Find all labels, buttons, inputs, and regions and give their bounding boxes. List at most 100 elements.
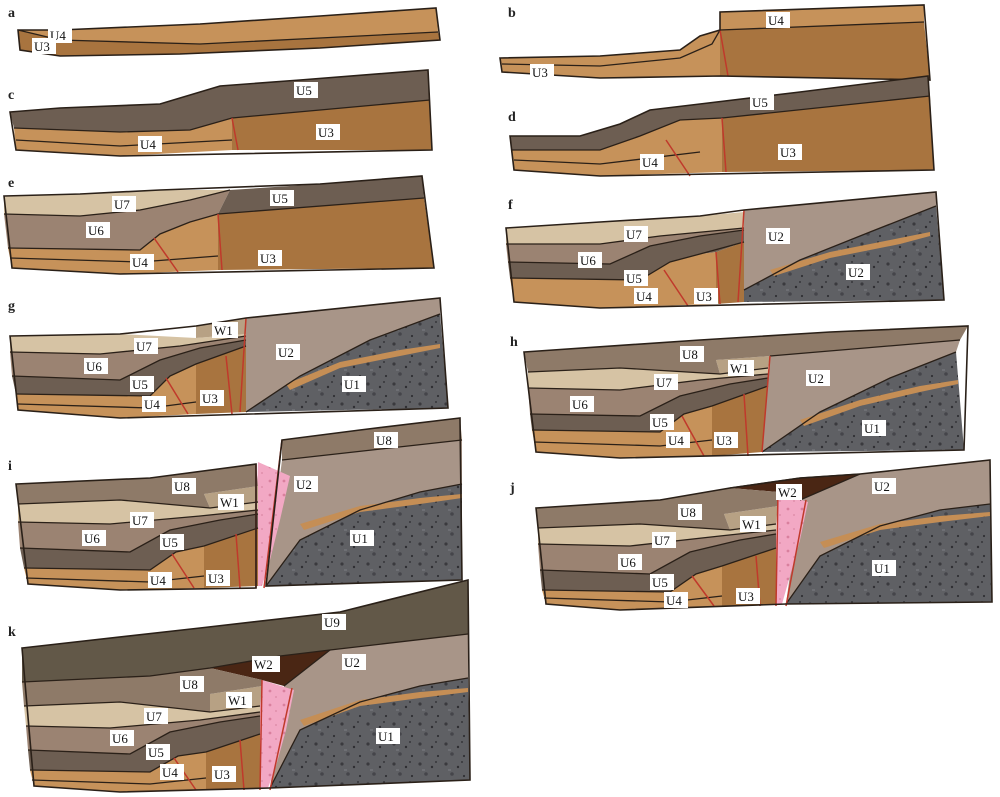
unit-label: U8: [376, 433, 392, 448]
unit-u3-layer: [722, 96, 934, 172]
panel-i: i U8 U8 U2 W1 U7 U6: [8, 417, 463, 591]
unit-label: U3: [318, 125, 334, 140]
unit-label: U8: [174, 479, 190, 494]
unit-u2-layer: [786, 460, 990, 604]
panel-f: f U7 U2 U6 U5 U2 U4 U3: [505, 191, 945, 309]
unit-label: U3: [214, 767, 230, 782]
unit-label: U7: [654, 533, 670, 548]
unit-label: U7: [136, 339, 152, 354]
unit-u2-layer: [762, 340, 960, 452]
unit-label: U3: [696, 289, 712, 304]
unit-u5-layer: [10, 70, 430, 132]
panel-b: b U4 U3: [499, 4, 931, 81]
unit-label: U7: [114, 197, 130, 212]
unit-u7-layer: [24, 702, 260, 728]
panel-label: j: [509, 481, 515, 496]
unit-label: U2: [848, 265, 864, 280]
unit-label: W1: [214, 323, 233, 338]
unit-label: U2: [768, 229, 784, 244]
unit-label: U5: [162, 535, 178, 550]
unit-u3-layer: [716, 242, 744, 304]
panel-label: g: [8, 299, 15, 314]
unit-u8-layer: [524, 326, 968, 374]
unit-u5-layer: [508, 230, 744, 280]
unit-u4-layer: [512, 118, 722, 176]
unit-label: U4: [144, 397, 160, 412]
unit-label: U1: [874, 561, 890, 576]
panel-e: e U7 U5 U6 U4 U3: [3, 175, 435, 275]
unit-label: U3: [208, 571, 224, 586]
panel-label: f: [508, 198, 513, 213]
unit-label: U2: [344, 655, 360, 670]
unit-label: U7: [132, 513, 148, 528]
unit-label: W2: [254, 657, 273, 672]
unit-label: U4: [668, 433, 684, 448]
unit-label: W1: [228, 693, 247, 708]
fissure-fill: [258, 680, 294, 788]
unit-label: U7: [626, 227, 642, 242]
unit-u2-lens: [800, 380, 958, 426]
unit-u4-slope: [500, 30, 720, 78]
unit-label: U1: [352, 531, 368, 546]
unit-u6-layer: [538, 530, 776, 574]
unit-label: U3: [716, 433, 732, 448]
panel-label: i: [8, 459, 12, 474]
unit-label: U6: [620, 555, 636, 570]
panel-g: g W1 U7 U2 U6 U5 U1 U4 U3: [8, 297, 449, 419]
unit-u6-layer: [4, 190, 230, 250]
unit-u5-layer: [20, 514, 258, 570]
unit-u2-lens: [820, 512, 990, 548]
unit-label: U5: [752, 95, 768, 110]
unit-label: U2: [296, 477, 312, 492]
panel-label: k: [8, 625, 16, 640]
unit-label: U9: [324, 615, 340, 630]
unit-u7-layer: [10, 334, 246, 354]
unit-label: U2: [874, 479, 890, 494]
unit-label: U5: [132, 377, 148, 392]
unit-label: U2: [278, 345, 294, 360]
unit-label: U4: [132, 255, 148, 270]
unit-label: U3: [34, 39, 50, 54]
unit-u8-right: [282, 418, 462, 460]
panel-label: b: [508, 6, 516, 21]
panel-label: c: [8, 88, 14, 103]
unit-label: U3: [532, 65, 548, 80]
unit-u5-layer: [530, 378, 768, 432]
unit-label: U6: [572, 397, 588, 412]
unit-u5-layer: [540, 534, 776, 592]
panel-label: a: [8, 6, 15, 21]
unit-u5-layer: [12, 340, 246, 396]
unit-label: U4: [150, 573, 166, 588]
unit-u2-layer: [270, 634, 468, 788]
unit-u1-gravel: [270, 678, 470, 788]
unit-u6-layer: [26, 712, 260, 754]
unit-u5-layer: [510, 76, 930, 150]
unit-label: U4: [768, 13, 784, 28]
unit-label: U8: [682, 347, 698, 362]
unit-label: U7: [656, 375, 672, 390]
unit-u2-lens: [300, 494, 462, 530]
panel-j: j W2 U2 U8 W1 U7 U6: [509, 459, 993, 611]
unit-label: U4: [642, 155, 658, 170]
panel-d: d U5 U4 U3: [508, 75, 935, 177]
unit-u9-layer: [22, 580, 468, 682]
unit-label: U4: [666, 593, 682, 608]
panel-label: h: [510, 335, 518, 350]
panel-label: e: [8, 176, 14, 191]
unit-u8-layer: [536, 488, 778, 530]
unit-u2-lens: [770, 232, 930, 276]
unit-label: U6: [112, 731, 128, 746]
unit-u2-lens: [286, 344, 440, 390]
unit-label: U6: [86, 359, 102, 374]
panel-label: d: [508, 110, 516, 125]
unit-label: U3: [738, 589, 754, 604]
unit-u8-left: [16, 464, 258, 508]
unit-label: U5: [272, 191, 288, 206]
unit-label: U4: [636, 289, 652, 304]
unit-label: U1: [864, 421, 880, 436]
unit-label: U3: [202, 391, 218, 406]
unit-label: W1: [742, 517, 761, 532]
unit-label: W1: [220, 495, 239, 510]
unit-label: U4: [140, 137, 156, 152]
